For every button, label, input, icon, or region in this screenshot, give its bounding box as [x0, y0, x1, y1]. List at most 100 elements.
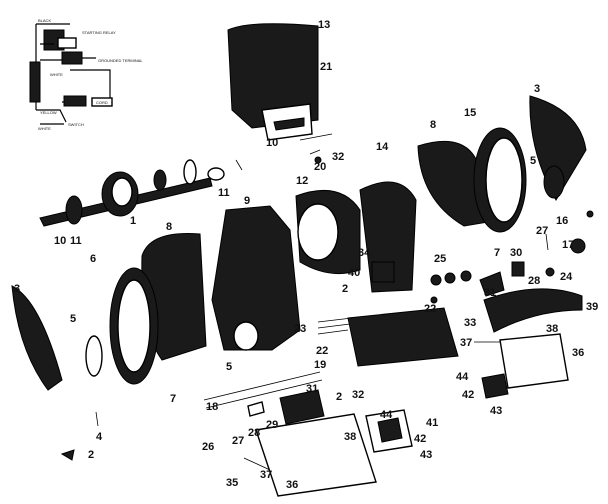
switch-34	[371, 261, 395, 283]
relay-body	[57, 37, 77, 49]
rods-18	[203, 371, 323, 409]
callout-32-b: 32	[352, 389, 364, 401]
screw-2	[60, 449, 75, 461]
callout-2: 2	[88, 449, 94, 461]
callout-34: 34	[358, 247, 371, 259]
callout-8-b: 8	[166, 221, 172, 233]
callout-23: 23	[294, 323, 306, 335]
nut-28	[247, 401, 265, 417]
callout-37-b: 37	[260, 469, 272, 481]
callout-12: 12	[296, 175, 308, 187]
callout-18: 18	[206, 401, 218, 413]
screw-4	[95, 411, 99, 427]
callout-31-b: 31	[306, 383, 318, 395]
callout-40: 40	[348, 267, 360, 279]
callout-43-b: 43	[490, 405, 502, 417]
callout-6: 6	[90, 253, 96, 265]
callout-3-b: 3	[14, 283, 20, 295]
callout-38-b: 38	[344, 431, 356, 443]
callout-29: 29	[266, 419, 278, 431]
callout-32: 32	[332, 151, 344, 163]
caps-25	[430, 270, 472, 286]
wiring-diagram: BLACK STARTING RELAY GROUNDED TERMINAL W…	[29, 18, 143, 131]
callout-3: 3	[534, 83, 540, 95]
wiring-label-starting-relay: STARTING RELAY	[82, 30, 116, 35]
callout-16: 16	[556, 215, 568, 227]
callout-22-b: 22	[316, 345, 328, 357]
plate-42-lower	[377, 417, 403, 443]
pin-37-lower	[243, 457, 271, 471]
plate-42	[481, 373, 509, 399]
screw-22	[430, 296, 438, 304]
rotor-assembly	[39, 159, 213, 227]
callout-36-b: 36	[286, 479, 298, 491]
callout-44: 44	[380, 409, 393, 421]
callout-5-b: 5	[70, 313, 76, 325]
knob-17	[570, 238, 586, 254]
label-plate-36	[499, 333, 569, 389]
callout-14: 14	[376, 141, 389, 153]
callout-15: 15	[464, 107, 476, 119]
callout-42: 42	[414, 433, 426, 445]
callout-10-b: 10	[54, 235, 66, 247]
callout-7-b: 7	[170, 393, 176, 405]
callout-31: 31	[484, 287, 496, 299]
wiring-label-cord: CORD	[96, 100, 108, 105]
flange-5	[85, 335, 103, 377]
callout-2-b: 2	[342, 283, 348, 295]
callout-19: 19	[314, 359, 326, 371]
callout-5: 5	[530, 155, 536, 167]
callout-11-b: 11	[70, 235, 82, 247]
eye-shield-3-right	[529, 95, 587, 201]
callout-42-b: 42	[462, 389, 474, 401]
callout-44-b: 44	[456, 371, 469, 383]
wiring-label-yellow: YELLOW	[40, 110, 57, 115]
callout-2-c: 2	[336, 391, 342, 403]
callout-10: 10	[266, 137, 278, 149]
callout-22: 22	[424, 303, 436, 315]
callout-36: 36	[572, 347, 584, 359]
grounded-terminal-block	[61, 51, 83, 65]
callout-1: 1	[130, 215, 136, 227]
flange-5-right	[543, 165, 565, 199]
callout-20: 20	[314, 161, 326, 173]
wiring-label-black: BLACK	[38, 18, 51, 23]
callout-9: 9	[244, 195, 250, 207]
callout-43: 43	[420, 449, 432, 461]
screw-32	[299, 133, 333, 155]
wiring-label-white-2: WHITE	[38, 126, 51, 131]
eye-shield-3	[11, 285, 63, 391]
callout-13: 13	[318, 19, 330, 31]
base-frame-9	[211, 205, 301, 351]
callout-27-b: 27	[536, 225, 548, 237]
pin-10	[235, 159, 243, 171]
callout-35: 35	[226, 477, 238, 489]
callout-33: 33	[464, 317, 476, 329]
base-plate-33	[347, 307, 459, 367]
callout-26: 26	[202, 441, 214, 453]
wiring-label-grounded: GROUNDED TERMINAL	[98, 58, 143, 63]
callout-7: 7	[494, 247, 500, 259]
callout-39: 39	[586, 301, 598, 313]
callout-41: 41	[426, 417, 438, 429]
ring-11	[207, 167, 225, 181]
callout-24: 24	[560, 271, 573, 283]
callout-11: 11	[218, 187, 230, 199]
callout-labels: 13 21 3 10 32 20 15 8 14 5 11 1 10 11 9 …	[14, 19, 598, 491]
callout-28: 28	[528, 275, 540, 287]
screw-16	[586, 210, 594, 218]
cord-block	[91, 97, 113, 107]
callout-5-c: 5	[226, 361, 232, 373]
callout-17: 17	[562, 239, 574, 251]
nut-20	[314, 156, 322, 164]
switch-box-29	[279, 389, 325, 425]
screws-23	[317, 317, 353, 335]
pin-27	[545, 233, 549, 251]
label-plate-36-lower	[255, 413, 377, 497]
callout-38: 38	[546, 323, 558, 335]
callout-8: 8	[430, 119, 436, 131]
bracket-28	[511, 261, 525, 277]
callout-27: 27	[232, 435, 244, 447]
